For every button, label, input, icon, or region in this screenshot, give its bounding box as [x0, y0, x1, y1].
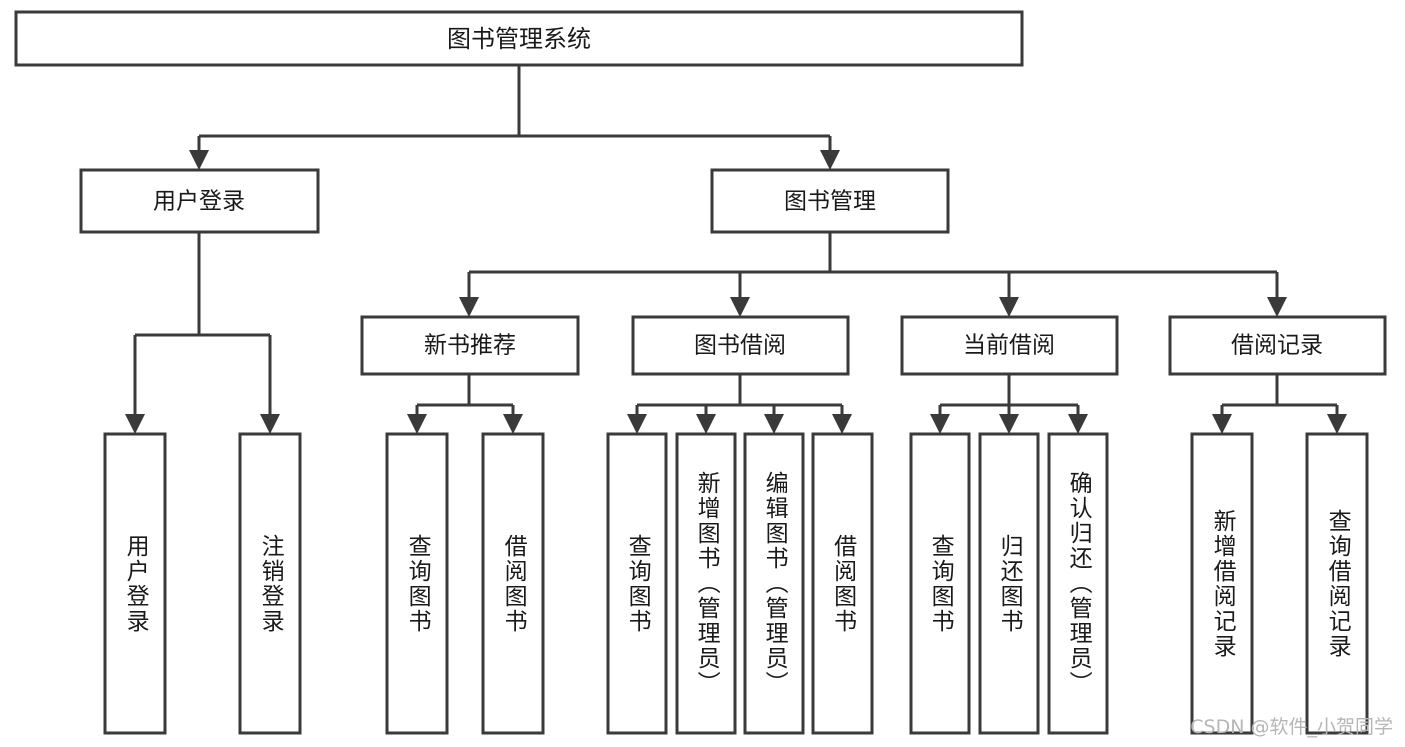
- node-current-borrow-label: 当前借阅: [963, 333, 1055, 359]
- node-leaf-add-book[interactable]: [675, 432, 737, 735]
- node-leaf-confirm-return[interactable]: [1047, 432, 1109, 735]
- node-new-book-recommend[interactable]: [360, 315, 580, 376]
- node-book-borrow-label: 图书借阅: [694, 333, 786, 359]
- node-user-login-label: 用户登录: [153, 189, 245, 215]
- arrow-leaf-return-book: [999, 414, 1019, 434]
- node-leaf-query-book-3[interactable]: [909, 432, 971, 735]
- arrow-leaf-query-book-3: [930, 414, 950, 434]
- arrow-book-borrow: [730, 297, 750, 317]
- node-leaf-query-record[interactable]: [1305, 432, 1369, 735]
- node-leaf-borrow-book-2[interactable]: [811, 432, 874, 735]
- node-root-system[interactable]: [14, 10, 1024, 67]
- node-leaf-return-book[interactable]: [978, 432, 1040, 735]
- node-layer: 图书管理系统 用户登录 图书管理 新书推荐 图书借阅 当前借阅 借阅记录: [14, 10, 1387, 735]
- arrow-leaf-query-book-1: [407, 414, 427, 434]
- arrow-leaf-logout: [260, 414, 280, 434]
- arrow-leaf-confirm-return: [1068, 414, 1088, 434]
- node-book-management-label: 图书管理: [784, 189, 876, 215]
- watermark-text: CSDN @软件_小贺同学: [1190, 716, 1393, 738]
- node-leaf-logout[interactable]: [238, 432, 302, 735]
- node-user-login[interactable]: [79, 168, 320, 234]
- arrow-current-borrow: [999, 297, 1019, 317]
- node-book-borrow[interactable]: [631, 315, 850, 376]
- node-borrow-record-label: 借阅记录: [1231, 333, 1323, 359]
- arrow-leaf-add-record: [1212, 414, 1232, 434]
- arrow-borrow-record: [1267, 297, 1287, 317]
- node-borrow-record[interactable]: [1168, 315, 1387, 376]
- node-current-borrow[interactable]: [900, 315, 1119, 376]
- connector-layer: [125, 65, 1347, 434]
- node-root-system-label: 图书管理系统: [447, 25, 591, 53]
- arrow-leaf-user-login: [125, 414, 145, 434]
- node-leaf-query-book-1[interactable]: [385, 432, 449, 735]
- node-new-book-recommend-label: 新书推荐: [424, 333, 516, 359]
- node-book-management[interactable]: [710, 168, 950, 234]
- node-leaf-borrow-book-1[interactable]: [481, 432, 545, 735]
- arrow-to-user-login: [189, 150, 209, 170]
- node-leaf-add-record[interactable]: [1190, 432, 1254, 735]
- node-leaf-edit-book[interactable]: [743, 432, 805, 735]
- arrow-leaf-borrow-book-2: [832, 414, 852, 434]
- node-leaf-query-book-2[interactable]: [606, 432, 668, 735]
- arrow-new-book-recommend: [459, 297, 479, 317]
- node-leaf-user-login[interactable]: [103, 432, 167, 735]
- arrow-leaf-borrow-book-1: [503, 414, 523, 434]
- arrow-leaf-query-record: [1327, 414, 1347, 434]
- arrow-to-book-management: [820, 150, 840, 170]
- arrow-leaf-edit-book: [764, 414, 784, 434]
- arrow-leaf-query-book-2: [627, 414, 647, 434]
- arrow-leaf-add-book: [696, 414, 716, 434]
